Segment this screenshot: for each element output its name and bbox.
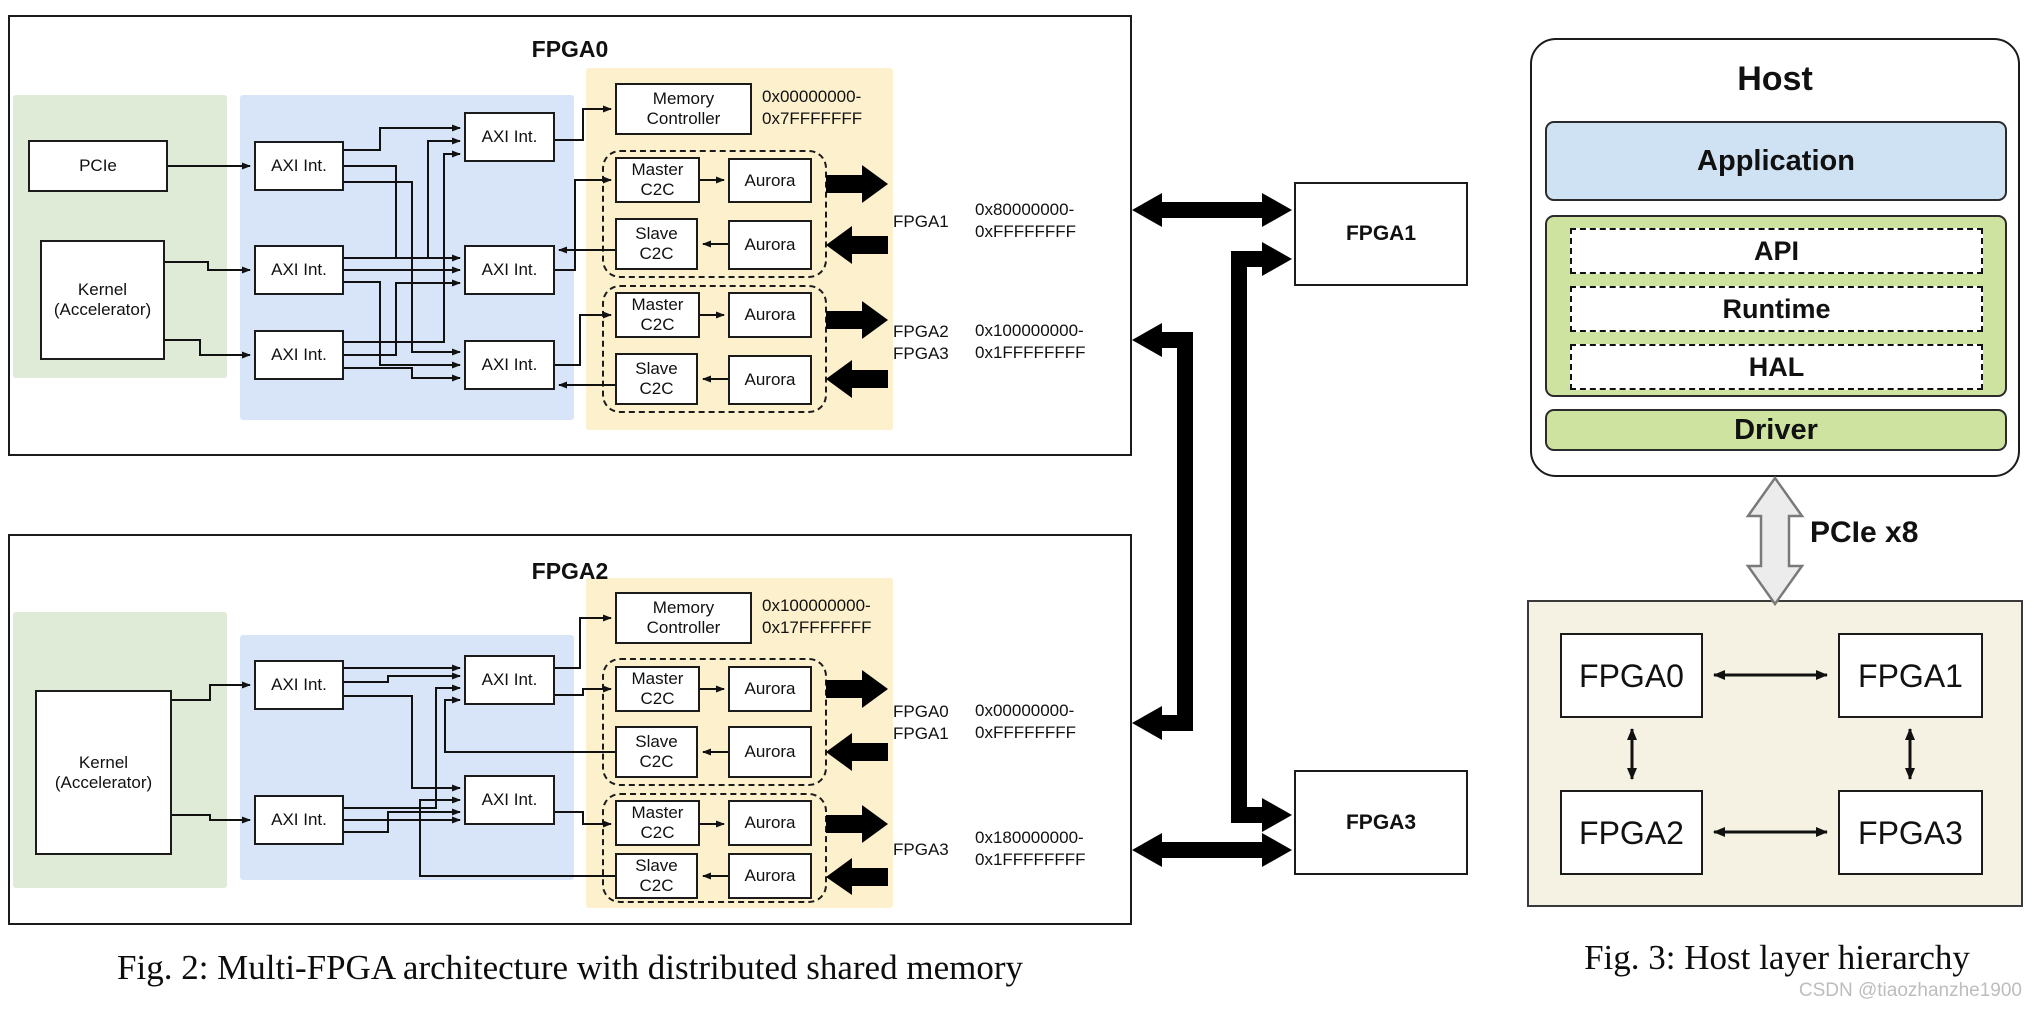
aurora-box: Aurora xyxy=(728,666,812,712)
cluster-fpga2: FPGA2 xyxy=(1560,790,1703,875)
address-range-label: 0x180000000- 0x1FFFFFFFF xyxy=(975,828,1086,869)
axi-int-box: AXI Int. xyxy=(464,655,555,705)
master-c2c-box: Master C2C xyxy=(615,157,700,203)
slave-c2c-box: Slave C2C xyxy=(615,218,698,270)
aurora-box: Aurora xyxy=(728,355,812,405)
aurora-box: Aurora xyxy=(728,800,812,846)
axi-int-box: AXI Int. xyxy=(254,141,344,191)
axi-int-box: AXI Int. xyxy=(464,340,555,390)
axi-int-box: AXI Int. xyxy=(254,330,344,380)
aurora-box: Aurora xyxy=(728,158,812,203)
slave-c2c-box: Slave C2C xyxy=(615,853,698,899)
pcie-box: PCIe xyxy=(28,140,168,192)
address-range-label: 0x80000000- 0xFFFFFFFF xyxy=(975,200,1077,241)
cluster-fpga3: FPGA3 xyxy=(1838,790,1983,875)
axi-int-box: AXI Int. xyxy=(464,245,555,295)
slave-c2c-box: Slave C2C xyxy=(615,726,698,778)
axi-int-box: AXI Int. xyxy=(254,660,344,710)
memory-range-label: 0x100000000- 0x17FFFFFFF xyxy=(762,596,872,637)
fpga2-title: FPGA2 xyxy=(531,558,609,584)
port-peer-label: FPGA0 FPGA1 xyxy=(893,702,949,743)
api-layer: API xyxy=(1570,228,1983,274)
fpga3-node: FPGA3 xyxy=(1294,770,1468,875)
runtime-layer: Runtime xyxy=(1570,286,1983,332)
master-c2c-box: Master C2C xyxy=(615,800,700,846)
port-peer-label: FPGA2 FPGA3 xyxy=(893,322,949,363)
watermark: CSDN @tiaozhanzhe1900 xyxy=(1798,980,2022,1001)
slave-c2c-box: Slave C2C xyxy=(615,353,698,405)
kernel-box: Kernel (Accelerator) xyxy=(40,240,165,360)
master-c2c-box: Master C2C xyxy=(615,666,700,712)
aurora-box: Aurora xyxy=(728,292,812,338)
pcie-x8-label: PCIe x8 xyxy=(1810,516,1919,549)
application-layer: Application xyxy=(1545,121,2007,201)
address-range-label: 0x100000000- 0x1FFFFFFFF xyxy=(975,321,1086,362)
memory-controller-box: Memory Controller xyxy=(615,83,752,135)
driver-layer: Driver xyxy=(1545,409,2007,451)
port-peer-label: FPGA3 xyxy=(893,840,949,859)
memory-controller-box: Memory Controller xyxy=(615,592,752,644)
hal-layer: HAL xyxy=(1570,344,1983,390)
cluster-fpga1: FPGA1 xyxy=(1838,633,1983,718)
cluster-fpga0: FPGA0 xyxy=(1560,633,1703,718)
aurora-box: Aurora xyxy=(728,853,812,899)
fpga0-title: FPGA0 xyxy=(531,36,609,62)
aurora-box: Aurora xyxy=(728,726,812,778)
axi-int-box: AXI Int. xyxy=(464,775,555,825)
master-c2c-box: Master C2C xyxy=(615,292,700,338)
kernel-box: Kernel (Accelerator) xyxy=(35,690,172,855)
axi-int-box: AXI Int. xyxy=(254,245,344,295)
aurora-box: Aurora xyxy=(728,220,812,270)
fpga1-node: FPGA1 xyxy=(1294,182,1468,286)
pcie-arrow-icon xyxy=(1745,475,1805,607)
port-peer-label: FPGA1 xyxy=(893,212,949,231)
fig2-caption: Fig. 2: Multi-FPGA architecture with dis… xyxy=(117,948,1023,987)
inter-fpga-link xyxy=(1132,193,1292,867)
address-range-label: 0x00000000- 0xFFFFFFFF xyxy=(975,701,1077,742)
host-title: Host xyxy=(1737,60,1813,98)
fig3-caption: Fig. 3: Host layer hierarchy xyxy=(1584,938,1970,977)
axi-int-box: AXI Int. xyxy=(464,112,555,162)
axi-int-box: AXI Int. xyxy=(254,795,344,845)
memory-range-label: 0x00000000- 0x7FFFFFFF xyxy=(762,87,863,128)
